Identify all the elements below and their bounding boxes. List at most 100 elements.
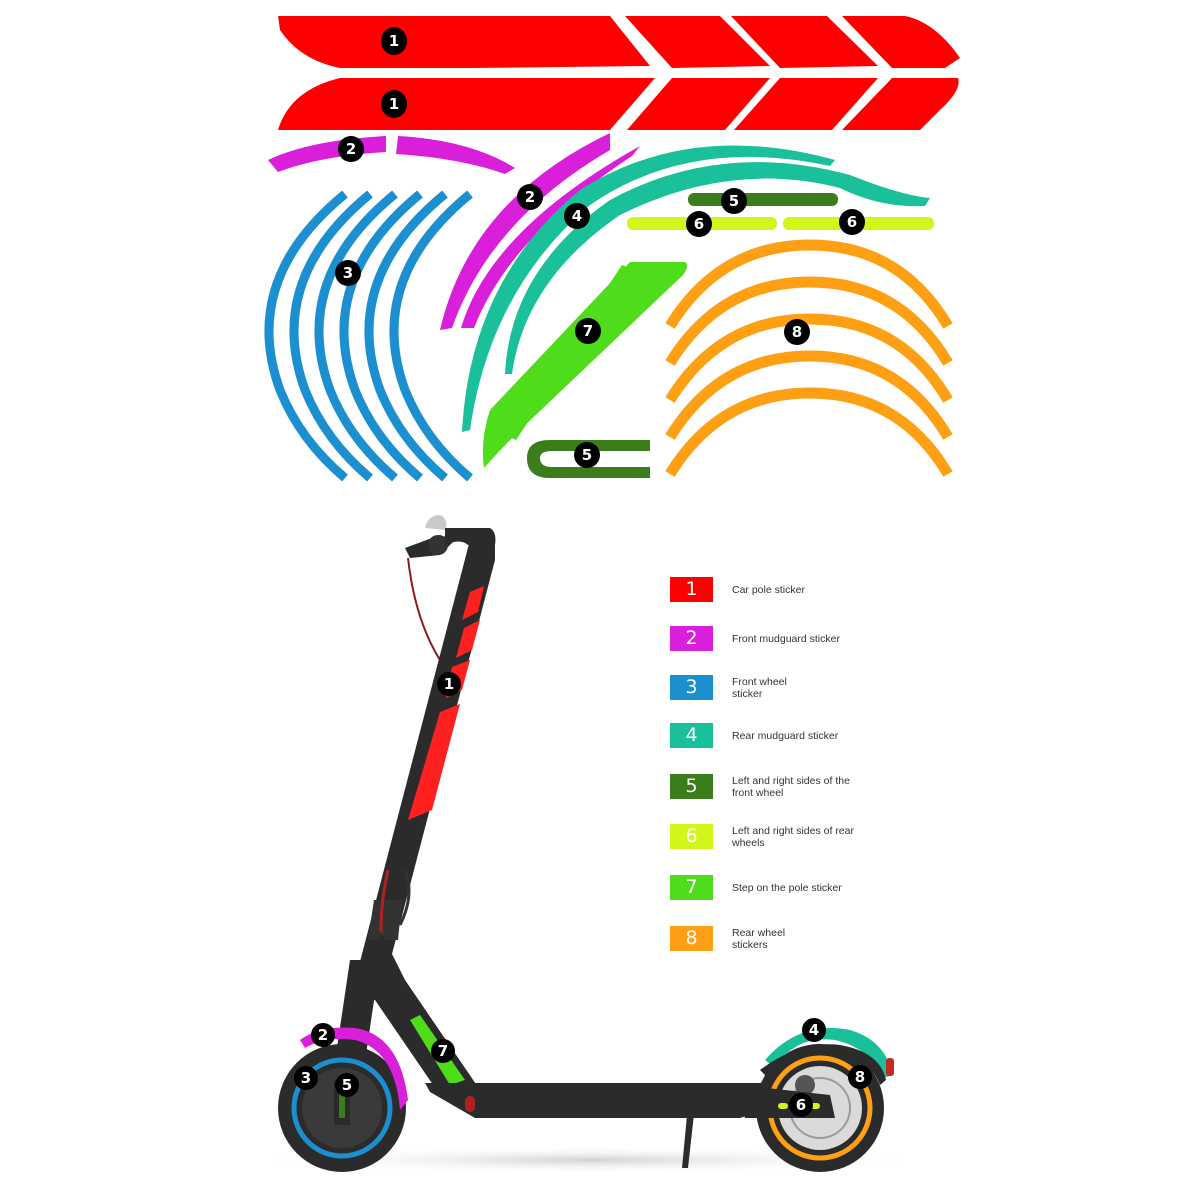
handlebar [405,515,496,661]
pole-sticker-bottom-chevron-3 [842,78,959,130]
front-wheel-side-bar [688,193,838,206]
number-badge: 6 [789,1093,813,1117]
pole-sticker-set [278,16,960,130]
down-tube [375,930,480,1095]
svg-text:1: 1 [444,675,454,693]
legend-label: Rear wheel stickers [732,926,786,951]
step-pole-sticker-set [482,262,688,468]
rear-mudguard-sticker-set [462,145,930,433]
front-cable [379,869,400,1011]
number-badge: 1 [381,90,407,118]
svg-text:1: 1 [389,95,399,113]
front-mudguard-arc-outer [440,133,610,330]
rear-side-sticker-applied [778,1103,788,1109]
legend-item-rear-wheel: 8 Rear wheel stickers [670,926,797,951]
front-light [465,1096,475,1112]
front-wheel-stripe [289,190,373,482]
rear-axle-cover [775,1100,820,1112]
number-badge: 2 [517,184,543,210]
legend-item-front-wheel: 3 Front wheel sticker [670,675,802,700]
fold-lever [398,869,411,926]
tail-light [886,1058,894,1076]
rear-wheel [756,1044,884,1172]
svg-text:4: 4 [572,207,582,225]
legend-label: Step on the pole sticker [732,881,842,894]
legend-item-car-pole: 1 Car pole sticker [670,577,867,602]
legend-item-rear-wheel-sides: 6 Left and right sides of rear wheels [670,824,867,849]
pole-stickers-applied [408,586,484,820]
svg-text:8: 8 [855,1068,865,1086]
rear-side-sticker-applied [810,1103,820,1109]
svg-text:7: 7 [438,1042,448,1060]
legend-swatch: 1 [670,577,713,602]
legend-item-rear-mudguard: 4 Rear mudguard sticker [670,723,867,748]
step-pole-sticker-thin [508,265,630,440]
rear-wheel-stripe [665,276,953,366]
svg-text:5: 5 [729,192,739,210]
ground-shadow [250,1146,930,1174]
front-wheel-stripe [264,190,348,482]
number-badge: 6 [686,211,712,237]
rear-wheel-stripe [665,239,953,329]
pole-sticker-top-long [278,16,650,68]
pole-sticker-top-chevron-3 [842,16,960,68]
bell-icon [425,515,447,530]
number-badge: 4 [802,1018,826,1042]
legend-swatch: 8 [670,926,713,951]
front-wheel-side-u [527,440,650,478]
svg-text:2: 2 [318,1026,328,1044]
front-wheel-sticker-set [264,190,473,482]
pole-sticker-bottom-long [278,78,655,130]
legend-swatch: 6 [670,824,713,849]
number-badge: 8 [848,1065,872,1089]
number-badge: 5 [335,1073,359,1097]
svg-text:6: 6 [847,213,857,231]
front-fork [330,960,380,1095]
deck [425,1073,810,1118]
svg-text:4: 4 [809,1021,819,1039]
front-wheel-stripe [389,190,473,482]
pole-sticker-bottom-chevron-2 [734,78,878,130]
svg-text:3: 3 [343,264,353,282]
rear-wheel-sticker-set [665,239,953,477]
rear-wheel-stripe [665,313,953,403]
svg-text:1: 1 [389,32,399,50]
number-badge: 7 [575,318,601,344]
legend-swatch: 2 [670,626,713,651]
svg-text:3: 3 [301,1069,311,1087]
pole-sticker-top-chevron-1 [625,16,770,68]
front-mudguard-arc-inner [461,146,640,328]
number-badge: 6 [839,209,865,235]
rear-wheel-stripe [665,387,953,477]
number-badge: 5 [574,442,600,468]
svg-text:2: 2 [525,188,535,206]
rear-wheel-stripe [665,350,953,440]
front-mudguard-flat-right [396,136,515,174]
rear-wheel-side-sticker-set [627,217,934,230]
sticker-sheet-badges: 1 1 2 2 3 4 5 5 6 6 7 8 [335,27,865,468]
rear-mudguard [765,1028,893,1078]
number-badge: 5 [721,188,747,214]
legend-item-front-wheel-sides: 5 Left and right sides of the front whee… [670,774,862,799]
rear-mudguard-body [760,1044,886,1085]
rear-mudguard-sticker-outer [462,145,835,433]
legend-swatch: 3 [670,675,713,700]
step-sticker-applied [410,1015,465,1085]
number-badge: 3 [294,1066,318,1090]
svg-text:8: 8 [792,323,802,341]
number-badge: 4 [564,203,590,229]
legend-swatch: 7 [670,875,713,900]
legend-label: Left and right sides of rear wheels [732,824,854,849]
front-wheel-stripe [314,190,398,482]
rear-mudguard-sticker-inner [505,162,930,374]
front-wheel-stripe [364,190,448,482]
sticker-sheet: 1 1 2 2 3 4 5 5 6 6 7 8 [264,16,960,482]
front-wheel-stripe [339,190,423,482]
number-badge: 8 [784,319,810,345]
svg-text:5: 5 [342,1076,352,1094]
legend-label: Car pole sticker [732,583,805,596]
legend-item-front-mudguard: 2 Front mudguard sticker [670,626,867,651]
pole-sticker-top-chevron-2 [731,16,878,68]
legend-swatch: 5 [670,774,713,799]
legend-swatch: 4 [670,723,713,748]
